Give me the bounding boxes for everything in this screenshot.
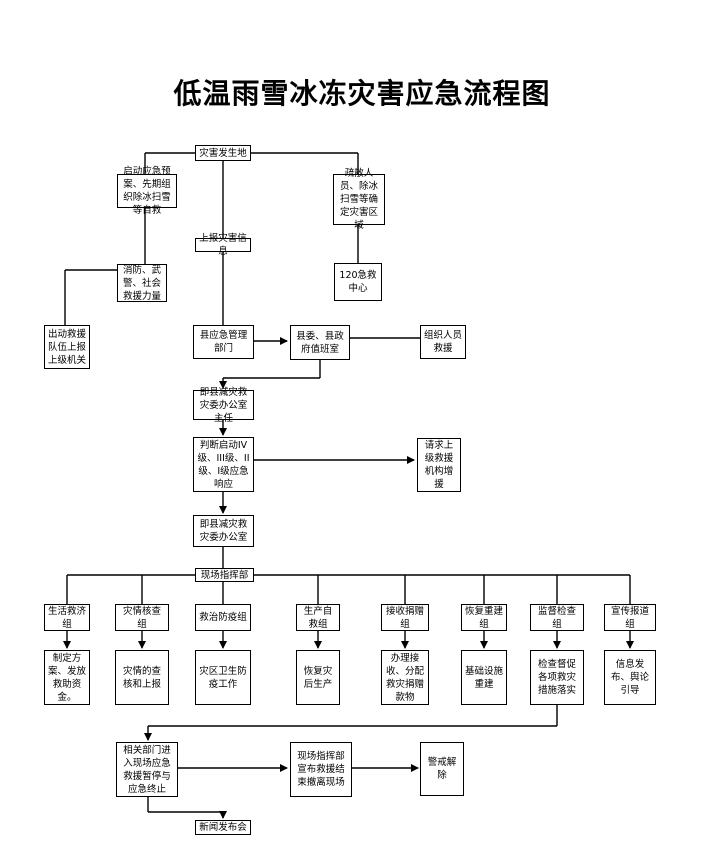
group-publicity: 宣传报道组 [604, 604, 656, 631]
group-life-aid: 生活救济组 [44, 604, 90, 631]
node-organize-rescue: 组织人员救援 [420, 325, 466, 359]
node-start-plan: 启动应急预案、先期组织除冰扫雪等自救 [117, 166, 177, 216]
page-title: 低温雨雪冰冻灾害应急流程图 [173, 77, 551, 110]
action-inspect: 检查督促各项救灾措施落实 [530, 650, 584, 705]
action-info: 信息发布、舆论引导 [604, 650, 656, 705]
node-alert-lift: 警戒解除 [420, 742, 464, 796]
node-field-hq: 现场指挥部 [195, 568, 254, 582]
action-production: 恢复灾后生产 [296, 650, 340, 705]
action-health: 灾区卫生防疫工作 [195, 650, 251, 705]
group-production: 生产自救组 [296, 604, 340, 631]
group-donation: 接收捐赠组 [381, 604, 429, 631]
node-evacuate: 疏散人员、除冰扫雪等确定灾害区域 [333, 168, 385, 231]
node-report-info: 上报灾害信息 [195, 233, 251, 257]
node-reduction-office: 即县减灾救灾委办公室 [193, 515, 254, 547]
group-supervision: 监督检查组 [530, 604, 584, 631]
action-check: 灾情的查核和上报 [115, 650, 169, 705]
group-rebuild: 恢复重建组 [461, 604, 507, 631]
node-emergency-120: 120急救中心 [334, 263, 382, 301]
action-plan: 制定方案、发放救助资金。 [44, 650, 90, 705]
group-epidemic: 救治防疫组 [195, 604, 251, 631]
node-disaster-site: 灾害发生地 [195, 145, 251, 161]
node-request-support: 请求上级救援机构增援 [417, 438, 461, 492]
group-disaster-check: 灾情核查组 [115, 604, 169, 631]
action-donation: 办理接收、分配救灾捐赠款物 [381, 650, 429, 705]
node-reduction-office-report: 即县减灾救灾委办公室主任 [193, 387, 254, 424]
node-press: 新闻发布会 [195, 820, 251, 835]
node-hq-announce: 现场指挥部宣布救援结束撤离现场 [290, 742, 352, 797]
node-firefight: 消防、武警、社会救援力量 [117, 264, 167, 302]
node-county-emergency: 县应急管理部门 [193, 325, 254, 359]
node-judge-response: 判断启动IV级、III级、II级、I级应急响应 [193, 437, 254, 492]
node-county-duty: 县委、县政府值班室 [290, 325, 350, 360]
node-depart-suspend: 相关部门进入现场应急救援暂停与应急终止 [116, 742, 178, 797]
action-facility: 基础设施重建 [461, 650, 507, 705]
node-dispatch-rescue: 出动救援队伍上报上级机关 [44, 325, 90, 369]
